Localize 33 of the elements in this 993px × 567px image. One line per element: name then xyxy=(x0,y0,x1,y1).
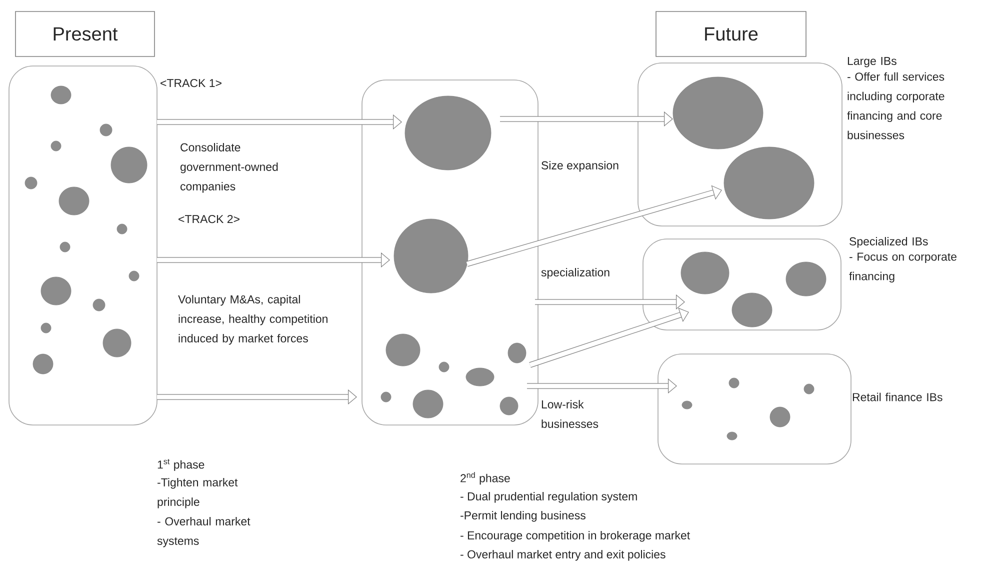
side-caption: - Offer full services including corporate financing and core businesses xyxy=(847,72,944,140)
group-panel xyxy=(638,62,842,226)
phase-note: - Dual prudential regulation system xyxy=(460,492,637,503)
heading-box: Present xyxy=(15,11,155,57)
group-panel xyxy=(362,80,538,426)
side-caption: Retail finance IBs xyxy=(852,392,942,402)
group-panel xyxy=(8,66,158,426)
side-caption: - Focus on corporate financing xyxy=(849,252,956,282)
phase-note: - Overhaul market entry and exit policies xyxy=(460,550,666,561)
hollow-arrow xyxy=(529,308,689,368)
annotation-text: Size expansion xyxy=(542,161,618,172)
group-panel xyxy=(658,354,852,464)
track-label: <TRACK 1> xyxy=(160,79,222,88)
bubble xyxy=(672,76,764,150)
bubble xyxy=(724,146,814,220)
side-caption: Large IBs xyxy=(848,57,896,68)
phase-note: - Overhaul market systems xyxy=(157,517,250,548)
bubble xyxy=(404,96,492,170)
phase-heading: 1$^{st}$ phase xyxy=(158,459,204,471)
phase-heading: 2$^{nd}$ phase xyxy=(460,472,510,485)
track-label: <TRACK 2> xyxy=(178,215,240,224)
side-caption: Specialized IBs xyxy=(850,237,928,248)
phase-note: -Tighten market principle xyxy=(158,478,238,508)
heading-box: Future xyxy=(656,11,806,57)
bubble xyxy=(394,218,468,294)
hollow-arrow xyxy=(466,185,722,267)
annotation-text: Low-risk businesses xyxy=(542,400,598,428)
group-panel xyxy=(642,238,842,330)
annotation-text: Consolidate government-owned companies xyxy=(180,143,278,193)
annotation-text: specialization xyxy=(541,268,610,279)
annotation-text: Voluntary M&As, capital increase, healthy competition induced by market forces xyxy=(178,295,328,345)
phase-note: - Encourage competition in brokerage market xyxy=(460,531,690,542)
phase-note: -Permit lending business xyxy=(460,511,586,522)
